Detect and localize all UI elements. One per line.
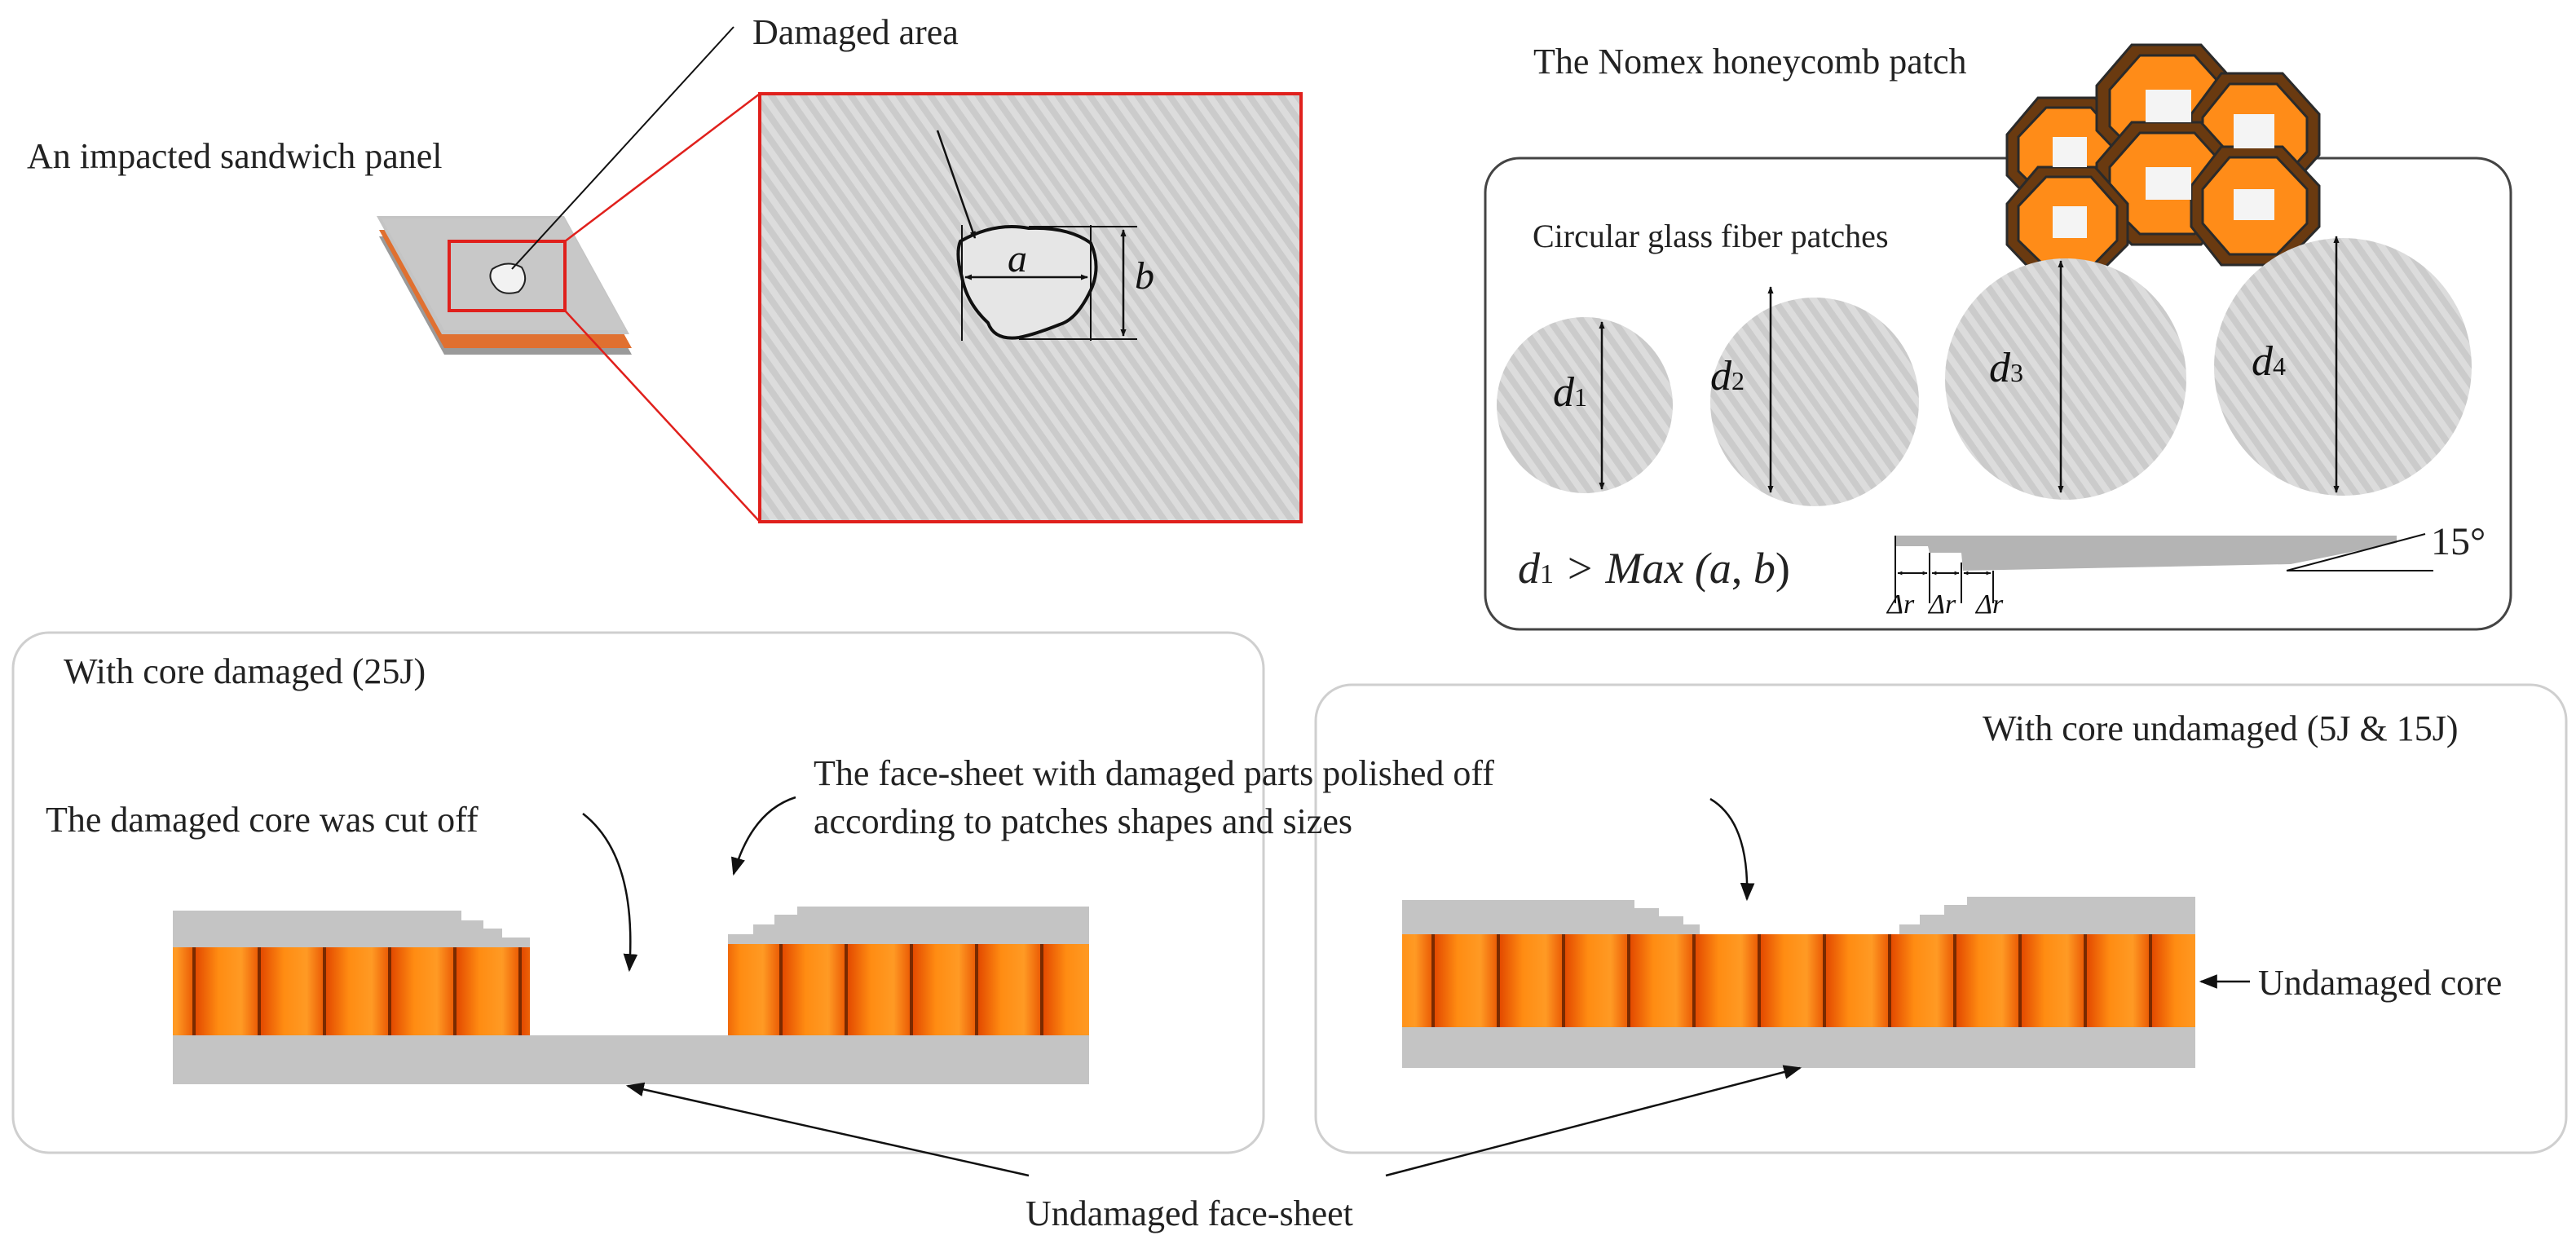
damaged-core-cut-label: The damaged core was cut off [46, 800, 479, 840]
size-condition-formula: d1 > Max (a, b) [1518, 544, 1790, 593]
face-sheet-right-arrow [1709, 797, 1755, 902]
nomex-patch-label: The Nomex honeycomb patch [1533, 42, 1967, 82]
face-sheet-polished-label-line2: according to patches shapes and sizes [814, 801, 1352, 841]
zoom-line-bottom [564, 310, 761, 523]
circular-patches-label: Circular glass fiber patches [1533, 218, 1889, 254]
patch-d1: d1 [1497, 317, 1673, 493]
undamaged-face-left-arrow [625, 1082, 1030, 1177]
face-sheet-polished-label-line1: The face-sheet with damaged parts polish… [814, 753, 1494, 793]
undamaged-face-sheet-label: Undamaged face-sheet [1026, 1193, 1353, 1233]
patch-d2: d2 [1710, 286, 1919, 506]
core-damaged-title: With core damaged (25J) [64, 651, 426, 691]
patch-d1-label: d1 [1553, 369, 1587, 416]
core-cut-arrow [582, 813, 638, 973]
zoomed-damage-view: a b [758, 92, 1303, 523]
face-sheet-left-arrow [730, 796, 796, 876]
patches-panel [1484, 157, 2512, 631]
impacted-panel-illustration [377, 216, 632, 355]
zoom-line-top [564, 93, 761, 242]
undamaged-core-label: Undamaged core [2258, 963, 2502, 1003]
honeycomb-patch-icon [2005, 43, 2321, 279]
delta-r-label-2: Δr [1927, 589, 1956, 620]
undamaged-face-right-arrow [1385, 1065, 1802, 1177]
stepped-patch-section: Δr Δr Δr 15° [1886, 520, 2486, 620]
dim-a-label: a [1008, 237, 1027, 280]
core-undamaged-cross-section [1402, 897, 2195, 1068]
core-undamaged-title: With core undamaged (5J & 15J) [1983, 708, 2459, 748]
patch-d3-label: d3 [1989, 345, 2023, 391]
core-damaged-panel [11, 631, 1265, 1154]
damaged-area-label: Damaged area [752, 12, 959, 52]
delta-r-label-1: Δr [1886, 589, 1915, 620]
core-damaged-cross-section [173, 907, 1089, 1084]
impacted-panel-label: An impacted sandwich panel [27, 136, 443, 176]
patch-d2-label: d2 [1710, 353, 1745, 399]
patch-d4: d4 [2214, 236, 2472, 496]
dim-b-label: b [1135, 254, 1154, 298]
patch-d3: d3 [1945, 258, 2186, 500]
angle-label: 15° [2431, 520, 2486, 563]
delta-r-label-3: Δr [1974, 589, 2004, 620]
damaged-area-leader [511, 26, 734, 270]
patch-d4-label: d4 [2252, 338, 2286, 385]
core-undamaged-panel [1314, 683, 2568, 1154]
